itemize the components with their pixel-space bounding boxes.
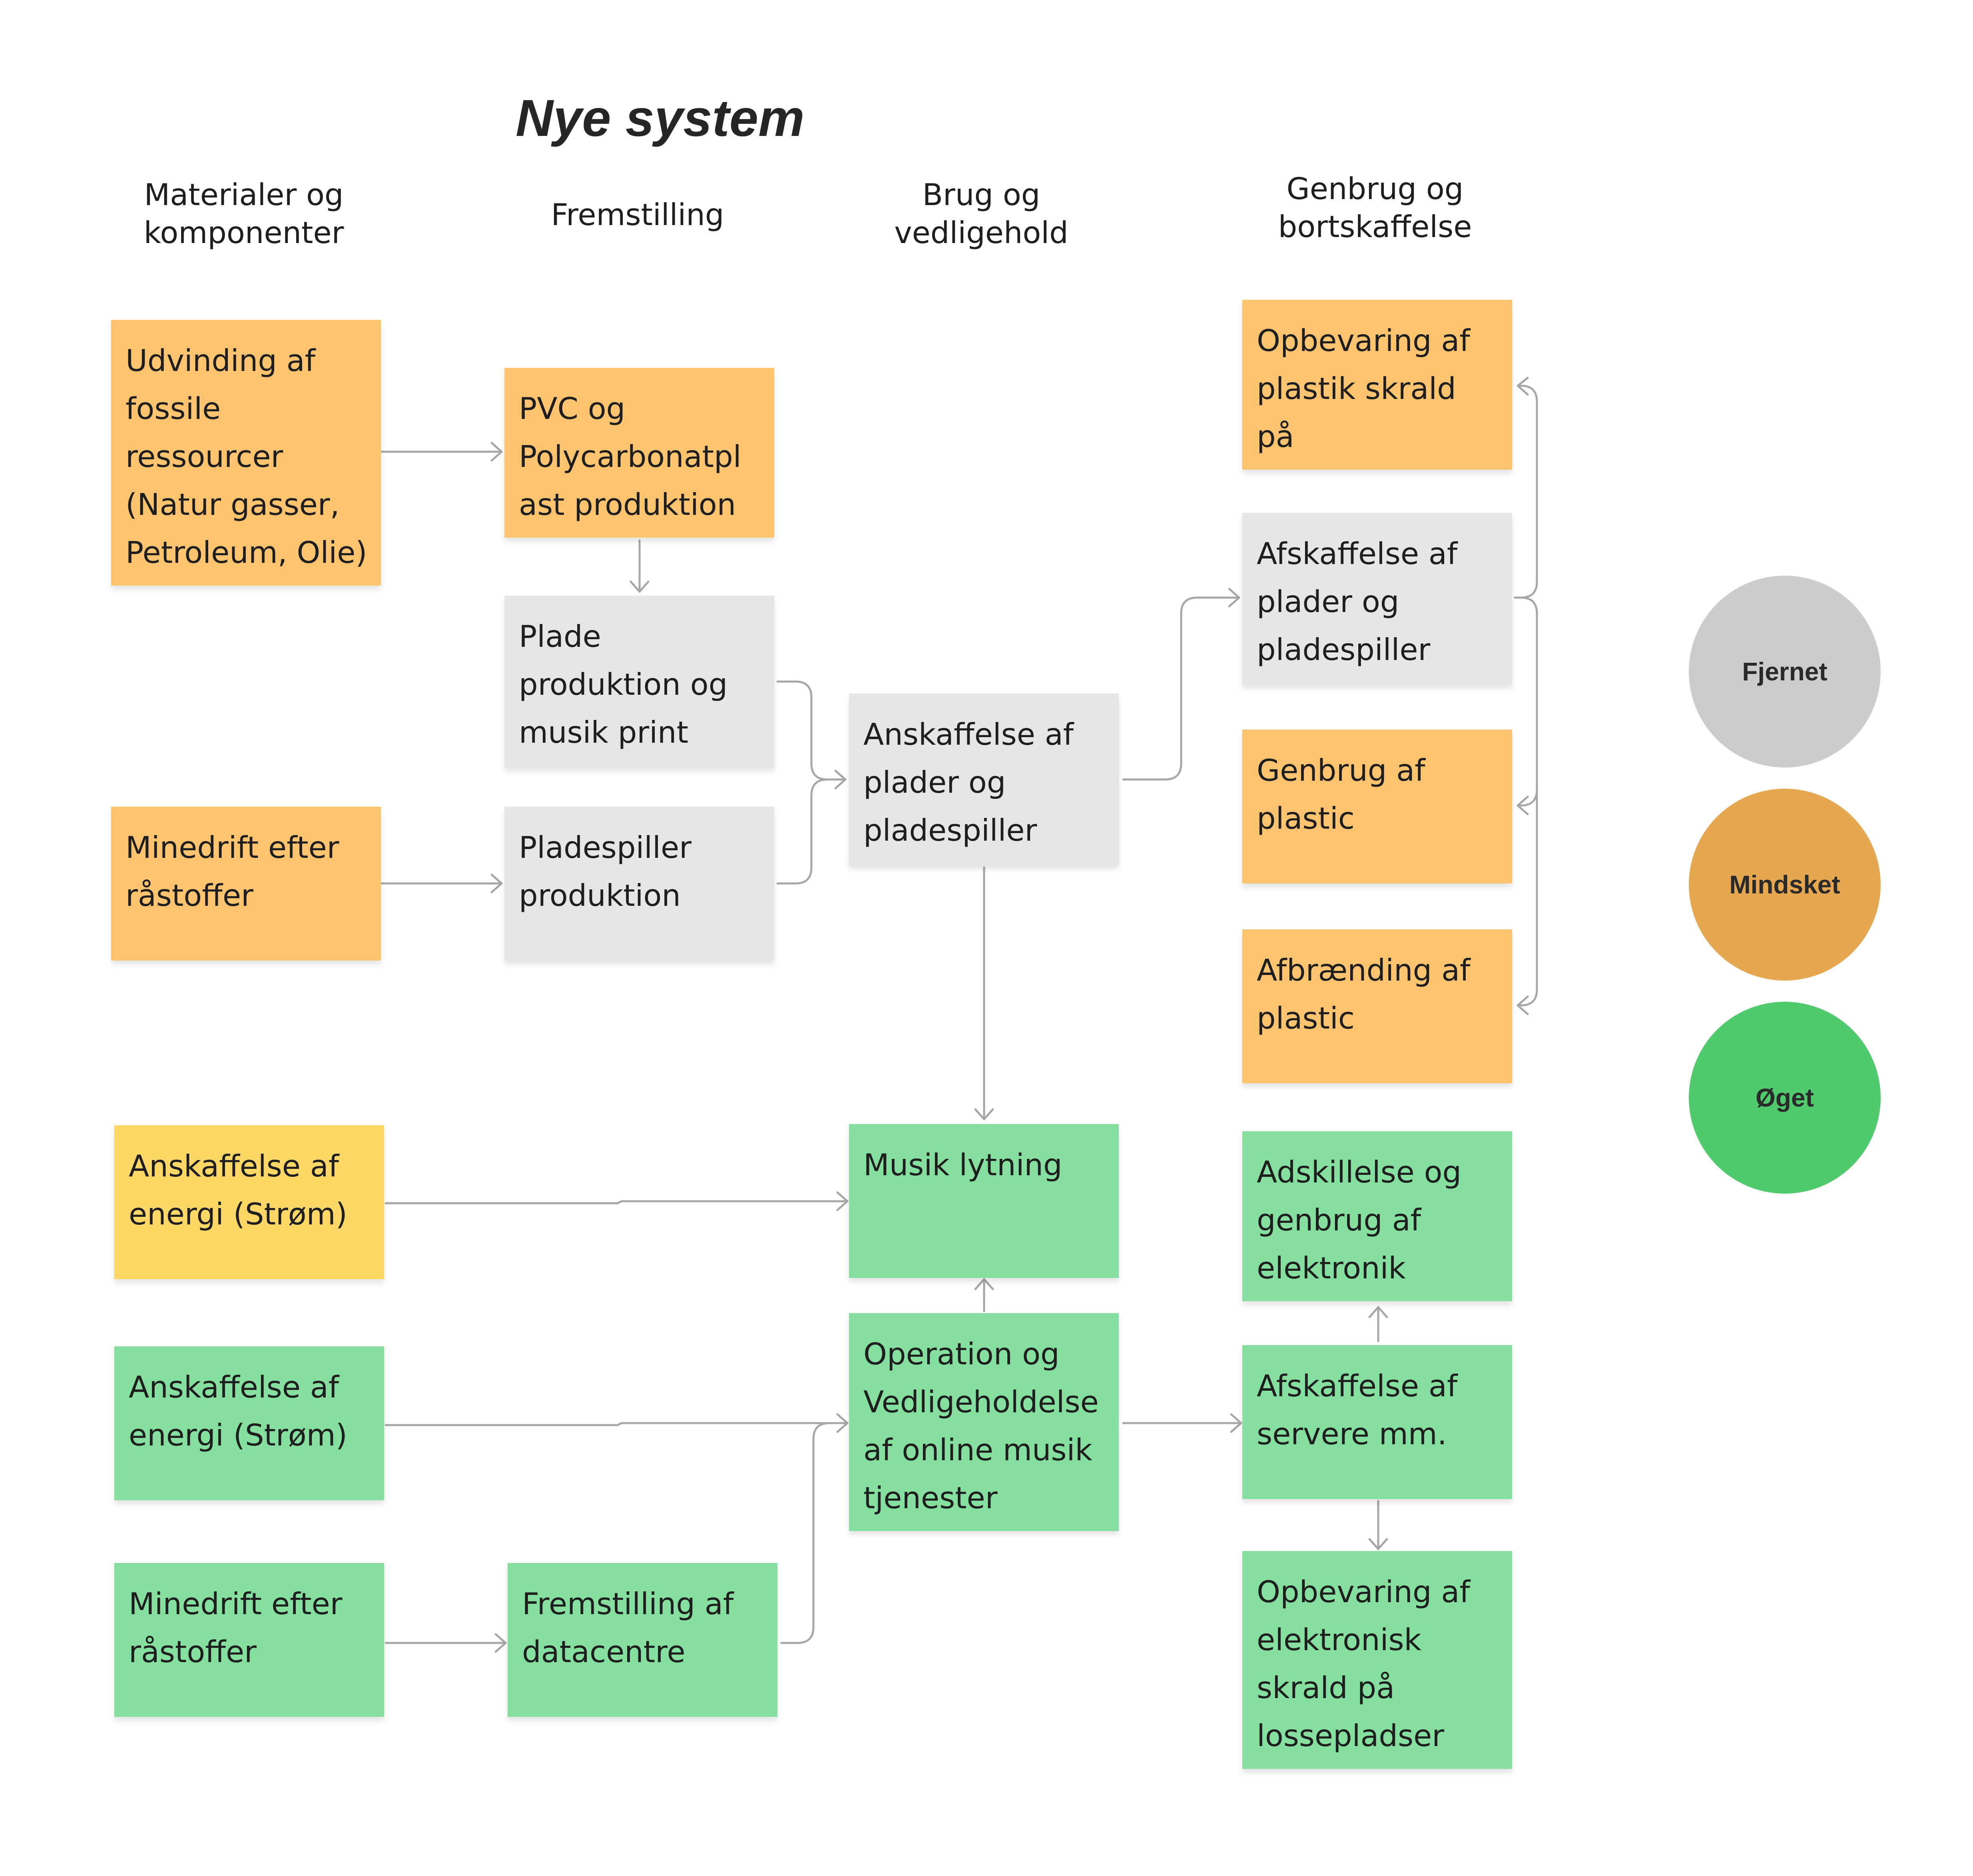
- legend-reduced-label: Mindsket: [1729, 870, 1840, 899]
- note-pvc-production[interactable]: PVC og Polycarbonatpl ast produktion: [504, 368, 774, 538]
- note-turntable-production[interactable]: Pladespiller produktion: [504, 807, 774, 961]
- note-music-listening[interactable]: Musik lytning: [849, 1124, 1119, 1278]
- connector-n16-n13: [1368, 1306, 1388, 1342]
- note-fossil-extraction[interactable]: Udvinding af fossile ressourcer (Natur g…: [111, 320, 381, 586]
- connector-n4-n5: [381, 873, 503, 893]
- note-mining-raw-materials-green[interactable]: Minedrift efter råstoffer: [114, 1563, 384, 1717]
- legend-removed: Fjernet: [1689, 576, 1881, 768]
- connector-n15-n16: [1122, 1413, 1242, 1433]
- column-header-production: Fremstilling: [551, 197, 724, 232]
- column-header-materials: Materialer og komponenter: [143, 177, 344, 250]
- connector-n8-n9: [1514, 596, 1538, 815]
- connector-n8-n10: [1517, 788, 1538, 1015]
- connector-n1-n2: [381, 442, 503, 462]
- note-server-disposal[interactable]: Afskaffelse af servere mm.: [1242, 1345, 1512, 1499]
- note-online-music-services[interactable]: Operation og Vedligeholdelse af online m…: [849, 1313, 1119, 1531]
- connector-n8-n7: [1514, 377, 1538, 599]
- note-electronic-waste-landfill[interactable]: Opbevaring af elektronisk skrald på loss…: [1242, 1551, 1512, 1769]
- note-plastic-recycling[interactable]: Genbrug af plastic: [1242, 730, 1512, 883]
- note-energy-acquisition-yellow[interactable]: Anskaffelse af energi (Strøm): [114, 1125, 384, 1279]
- legend-removed-label: Fjernet: [1742, 657, 1828, 686]
- connector-n16-n19: [1368, 1500, 1388, 1550]
- note-record-production[interactable]: Plade produktion og musik print: [504, 596, 774, 768]
- diagram-title: Nye system: [516, 89, 805, 147]
- note-datacenter-construction[interactable]: Fremstilling af datacentre: [508, 1563, 777, 1717]
- legend-reduced: Mindsket: [1689, 789, 1881, 981]
- note-mining-raw-materials[interactable]: Minedrift efter råstoffer: [111, 807, 381, 961]
- legend-increased: Øget: [1689, 1002, 1881, 1194]
- connector-n2-n3: [630, 539, 650, 593]
- connector-n15-n12: [974, 1278, 994, 1312]
- legend-increased-label: Øget: [1756, 1083, 1814, 1112]
- note-electronics-recycling[interactable]: Adskillelse og genbrug af elektronik: [1242, 1131, 1512, 1301]
- connector-n14-n15: [385, 1413, 849, 1433]
- note-plastic-incineration[interactable]: Afbrænding af plastic: [1242, 929, 1512, 1083]
- connector-n6-n12: [974, 866, 994, 1120]
- connector-n17-n18: [385, 1633, 507, 1653]
- column-header-recycling: Genbrug og bortskaffelse: [1278, 171, 1472, 244]
- note-acquire-records[interactable]: Anskaffelse af plader og pladespiller: [849, 694, 1119, 865]
- connector-n11-n12: [385, 1191, 849, 1211]
- note-dispose-records[interactable]: Afskaffelse af plader og pladespiller: [1242, 513, 1512, 685]
- note-plastic-landfill[interactable]: Opbevaring af plastik skrald på lossepla…: [1242, 300, 1512, 470]
- connector-n5-n6: [776, 778, 847, 885]
- note-energy-acquisition-green[interactable]: Anskaffelse af energi (Strøm): [114, 1346, 384, 1500]
- column-header-use: Brug og vedligehold: [894, 177, 1068, 250]
- connector-n18-n15: [780, 1422, 849, 1644]
- connector-n3-n6: [776, 680, 847, 789]
- connector-n6-n8: [1122, 588, 1240, 781]
